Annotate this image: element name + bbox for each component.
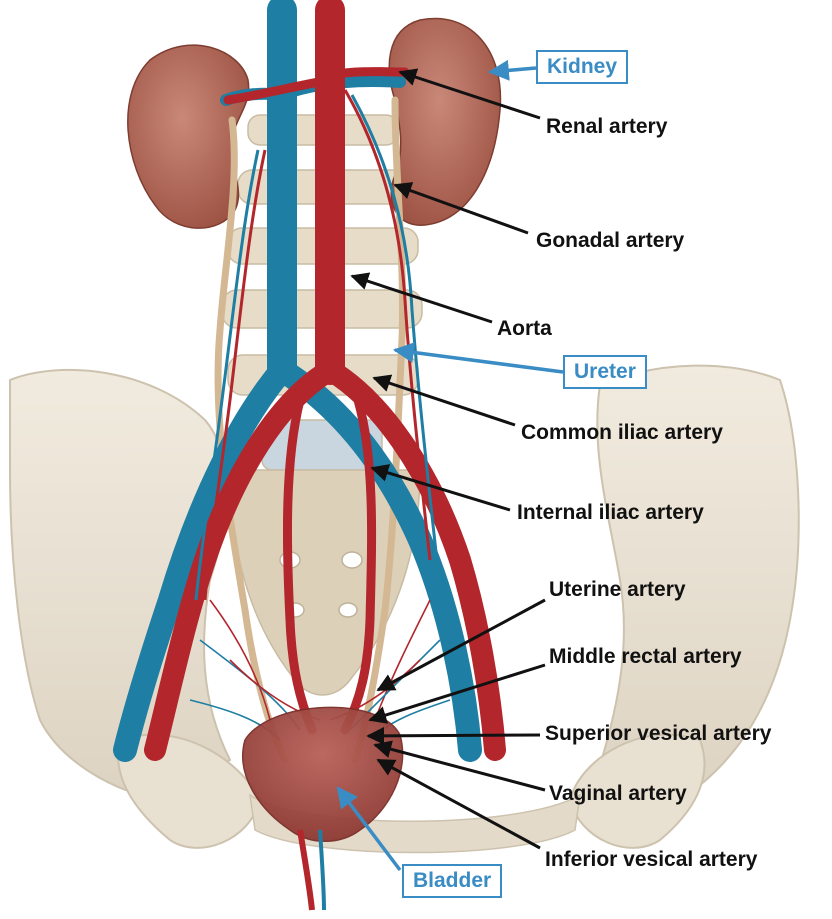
bladder: [243, 707, 403, 910]
renal-artery-label: Renal artery: [546, 115, 667, 139]
uterine-artery-label: Uterine artery: [549, 578, 686, 602]
gonadal-artery-label: Gonadal artery: [536, 229, 684, 253]
kidney-label-box: Kidney: [536, 50, 628, 84]
middle-rectal-artery-label: Middle rectal artery: [549, 645, 742, 669]
superior-vesical-artery-label: Superior vesical artery: [545, 722, 771, 746]
inferior-vesical-artery-label: Inferior vesical artery: [545, 848, 757, 872]
internal-iliac-artery-label: Internal iliac artery: [517, 501, 704, 525]
aorta-label: Aorta: [497, 317, 552, 341]
bladder-label-box: Bladder: [402, 864, 502, 898]
vaginal-artery-label: Vaginal artery: [549, 782, 687, 806]
common-iliac-artery-label: Common iliac artery: [521, 421, 723, 445]
ureter-label-box: Ureter: [563, 355, 647, 389]
